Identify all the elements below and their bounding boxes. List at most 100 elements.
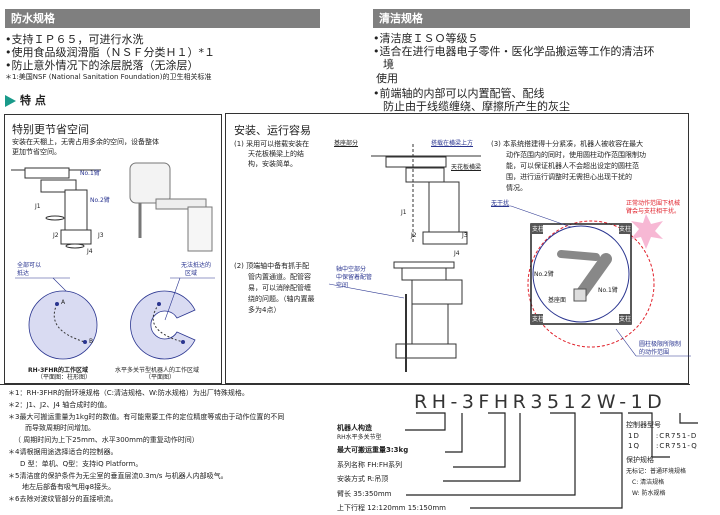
footnote: 而导致周期时间增加。 xyxy=(25,424,95,432)
caption-right: 水平多关节型机器人的工作区域 xyxy=(115,367,200,374)
install-p3: 动作范围内的同时，使用圆柱动作范围限制功 xyxy=(506,151,646,159)
j3-label: J3 xyxy=(98,232,104,239)
waterproof-header: 防水规格 xyxy=(5,9,320,28)
space-title: 特别更节省空间 xyxy=(12,123,89,136)
hollow-label: 中保留着配管 xyxy=(336,274,373,281)
arm2-label: No.2臂 xyxy=(90,197,110,204)
unreachable-label: 区域 xyxy=(185,270,198,277)
j4-label: J4 xyxy=(87,248,93,255)
footnote: ＊2：J1、J2、J4 轴合成时的值。 xyxy=(8,401,112,409)
install-p1: 构，安装简单。 xyxy=(248,160,297,168)
divider xyxy=(0,384,690,385)
install-p1: 天花板横梁上的结 xyxy=(248,150,304,158)
model-label: 臂长 35:350mm xyxy=(337,490,392,498)
model-label: RH水平多关节型 xyxy=(337,434,382,441)
footnote: （ 周期时间为上下25mm、水平300mm的重复动作时间） xyxy=(14,436,199,444)
space-desc: 更加节省空间。 xyxy=(12,148,61,156)
clean-item: •适合在进行电器电子零件・医化学品搬运等工作的清洁环 xyxy=(373,45,655,58)
limited-range-label: 的动作范围 xyxy=(639,349,670,356)
reach-label: 抵达 xyxy=(17,270,30,277)
unreachable-label: 无法抵达的 xyxy=(181,262,212,269)
controller-label: 控制器型号 xyxy=(626,421,661,429)
clean-item: 境 xyxy=(383,58,394,71)
protection-option: C: 清洁规格 xyxy=(632,479,665,486)
model-label: 机器人构造 xyxy=(337,424,372,432)
install-p3: (3) 本系统搭建得十分紧凑，机器人被收容在最大 xyxy=(491,140,644,148)
model-label: 安装方式 R:吊顶 xyxy=(337,475,389,483)
limited-range-label: 圆柱极限所限制 xyxy=(639,341,682,348)
hollow-shaft-diagram xyxy=(328,261,463,372)
j1-label: J1 xyxy=(401,209,407,216)
j4-label: J4 xyxy=(454,250,460,257)
arm1-label: No.1臂 xyxy=(598,287,618,294)
install-p2: 管内置通道。配管容 xyxy=(248,273,311,281)
hollow-label: 空间 xyxy=(336,282,349,289)
model-code-leaders xyxy=(405,412,698,509)
model-label: 最大可搬运重量3:3kg xyxy=(337,446,409,454)
footnote: D 型：单机、Q型：支持iQ Platform。 xyxy=(20,460,143,468)
interference-label: 臂会与支柱相干扰。 xyxy=(626,208,681,215)
arm2-label: No.2臂 xyxy=(534,271,554,278)
pillar-label: 支柱 xyxy=(619,316,632,323)
space-panel: 特别更节省空间 安装在天棚上，无需占用多余的空间，设备整体 更加节省空间。 No… xyxy=(4,114,222,384)
space-desc: 安装在天棚上，无需占用多余的空间，设备整体 xyxy=(12,138,159,146)
features-heading: 特 点 xyxy=(5,94,46,107)
footnote: ＊5清洁度的保护条件为无尘室的垂直层流0.3m/s 与机器人内部吸气。 xyxy=(8,472,228,480)
mount-label: 搭载在横梁上方 xyxy=(431,140,474,147)
protection-option: W: 防水规格 xyxy=(632,490,666,497)
reach-label: 全部可以 xyxy=(17,262,42,269)
install-p3: 围，进行运行调整时无需担心出现干扰的 xyxy=(506,173,632,181)
point-b: B xyxy=(89,338,94,345)
robot-illustration xyxy=(129,162,213,252)
protection-option: 无标记：普通环境规格 xyxy=(626,468,687,475)
j1-label: J1 xyxy=(35,203,41,210)
model-label: 上下行程 12:120mm 15:150mm xyxy=(337,504,446,512)
arm1-label: No.1臂 xyxy=(80,170,100,177)
install-p3: 能，可以保证机器人不会超出设定的圆柱范 xyxy=(506,162,639,170)
ceiling-mount-diagram xyxy=(371,144,481,245)
waterproof-item: •防止意外情况下的涂层脱落（无涂层） xyxy=(5,59,199,72)
install-p2: 多为4点） xyxy=(248,306,281,314)
point-a: A xyxy=(61,299,66,306)
caption-left: RH-3FHR的工作区域 xyxy=(28,367,89,374)
install-p3: 情况。 xyxy=(506,184,527,192)
ceiling-label: 天花板横梁 xyxy=(451,164,482,171)
controller-option: 1Q :CR751-Q xyxy=(628,442,698,450)
model-code: RH-3FHR3512W-1D xyxy=(414,391,667,413)
j3-label: J3 xyxy=(462,232,468,239)
clean-item: 使用 xyxy=(376,72,398,85)
base-label: 基座部分 xyxy=(334,140,359,147)
base-label: 基座面 xyxy=(548,297,567,304)
model-label: 系列名称 FH:FH系列 xyxy=(337,461,403,469)
hollow-label: 轴中空部分 xyxy=(336,266,367,273)
clean-item: •前端轴的内部可以内置配管、配线 xyxy=(373,87,545,100)
caption-right-sub: （平面图） xyxy=(145,374,176,381)
no-interference-label: 无干扰 xyxy=(491,200,510,207)
clean-header: 清洁规格 xyxy=(373,9,690,28)
j2-label: J2 xyxy=(53,232,59,239)
footnote: ＊6去除对波纹管部分的直接喷流。 xyxy=(8,495,118,503)
install-p1: (1) 采用可以搭载安装在 xyxy=(234,140,310,148)
footnote: ＊4请根据用途选择适合的控制器。 xyxy=(8,448,118,456)
install-panel: 安装、运行容易 (1) 采用可以搭载安装在 天花板横梁上的结 构，安装简单。 基… xyxy=(225,113,691,384)
clean-item: 防止由于线缆缠绕、摩擦所产生的灰尘 xyxy=(383,100,570,113)
footnote: 地左后部备有吸气用φ8接头。 xyxy=(22,483,116,491)
triangle-icon xyxy=(5,94,16,107)
protection-label: 保护规格 xyxy=(626,456,654,464)
waterproof-note: ＊1:美国NSF (National Sanitation Foundation… xyxy=(5,73,212,81)
pillar-label: 支柱 xyxy=(532,226,545,233)
install-p2: 绕的问题。（轴内置最 xyxy=(248,295,315,303)
cylinder-range-diagram xyxy=(491,205,691,357)
robot-axes-diagram xyxy=(11,167,101,249)
footnote: ＊1：RH-3FHR的耐环境规格（C:清洁规格、W:防水规格）为出厂特殊规格。 xyxy=(8,389,249,397)
interference-label: 正常动作范围下机械 xyxy=(626,200,681,207)
install-p2: 易，可以消除配管缠 xyxy=(248,284,311,292)
waterproof-item: •支持ＩＰ６５，可进行水洗 xyxy=(5,33,144,46)
caption-left-sub: （平面图：柱形图） xyxy=(37,374,92,381)
pillar-label: 支柱 xyxy=(532,316,545,323)
pillar-label: 支柱 xyxy=(619,226,632,233)
work-area-diagrams xyxy=(15,277,215,360)
controller-option: 1D :CR751-D xyxy=(628,432,698,440)
waterproof-item: •使用食品级润滑脂（ＮＳＦ分类Ｈ１）*１ xyxy=(5,46,215,59)
clean-item: •清洁度ＩＳＯ等级５ xyxy=(373,32,479,45)
